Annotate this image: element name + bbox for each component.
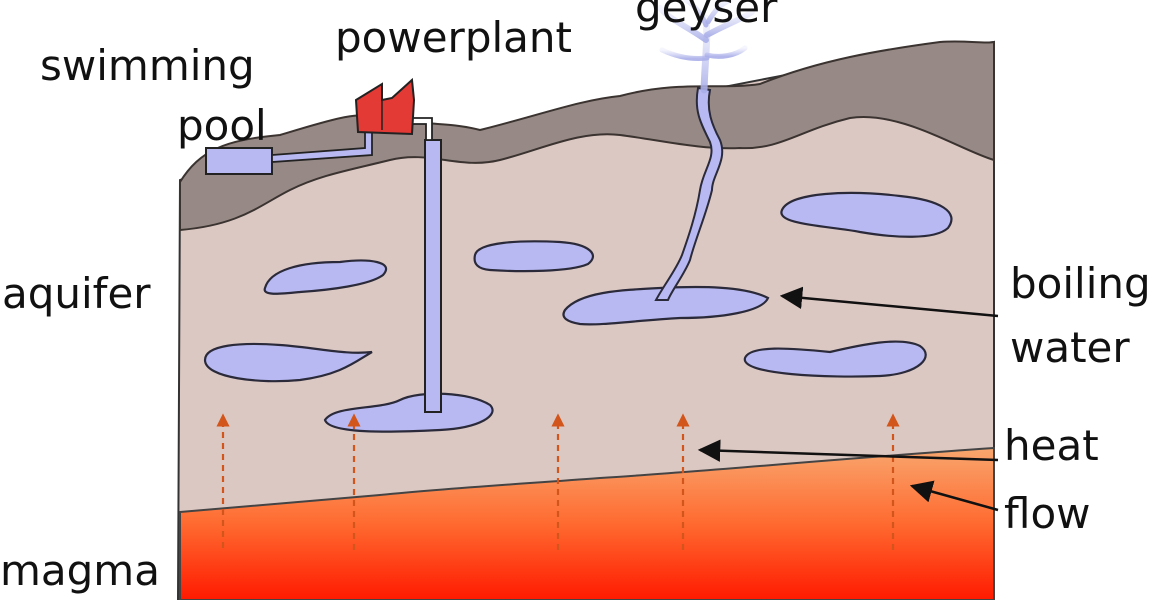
- geyser-plume-icon: [657, 0, 755, 94]
- well-pipe: [424, 139, 442, 413]
- label-pool: pool: [177, 101, 267, 150]
- well-water-pocket: [323, 392, 494, 433]
- boiling-water-pointer: [779, 286, 999, 318]
- pointers: [697, 286, 999, 512]
- label-magma: magma: [0, 546, 160, 595]
- label-heat: heat: [1004, 421, 1099, 470]
- label-aquifer: aquifer: [2, 269, 151, 318]
- label-water: water: [1010, 323, 1130, 372]
- swimming-pool: [205, 147, 273, 175]
- aquifer-pockets: [203, 191, 953, 433]
- water-pocket-1: [263, 259, 387, 295]
- geyser-channel: [654, 86, 724, 301]
- water-pocket-4: [203, 342, 373, 383]
- powerplant-icon: [354, 77, 416, 136]
- magma-layer: [179, 446, 995, 600]
- label-swimming: swimming: [40, 41, 255, 90]
- heat-flow-pointer: [697, 439, 999, 462]
- label-boiling: boiling: [1010, 259, 1151, 308]
- label-powerplant: powerplant: [335, 13, 572, 62]
- water-pocket-3: [780, 191, 953, 238]
- boiling-water-pocket: [562, 285, 770, 326]
- water-pocket-5: [743, 340, 927, 378]
- label-flow: flow: [1004, 489, 1091, 538]
- water-pocket-2: [473, 240, 594, 273]
- label-top-cut: geyser: [635, 0, 778, 32]
- magma-pointer: [909, 480, 999, 512]
